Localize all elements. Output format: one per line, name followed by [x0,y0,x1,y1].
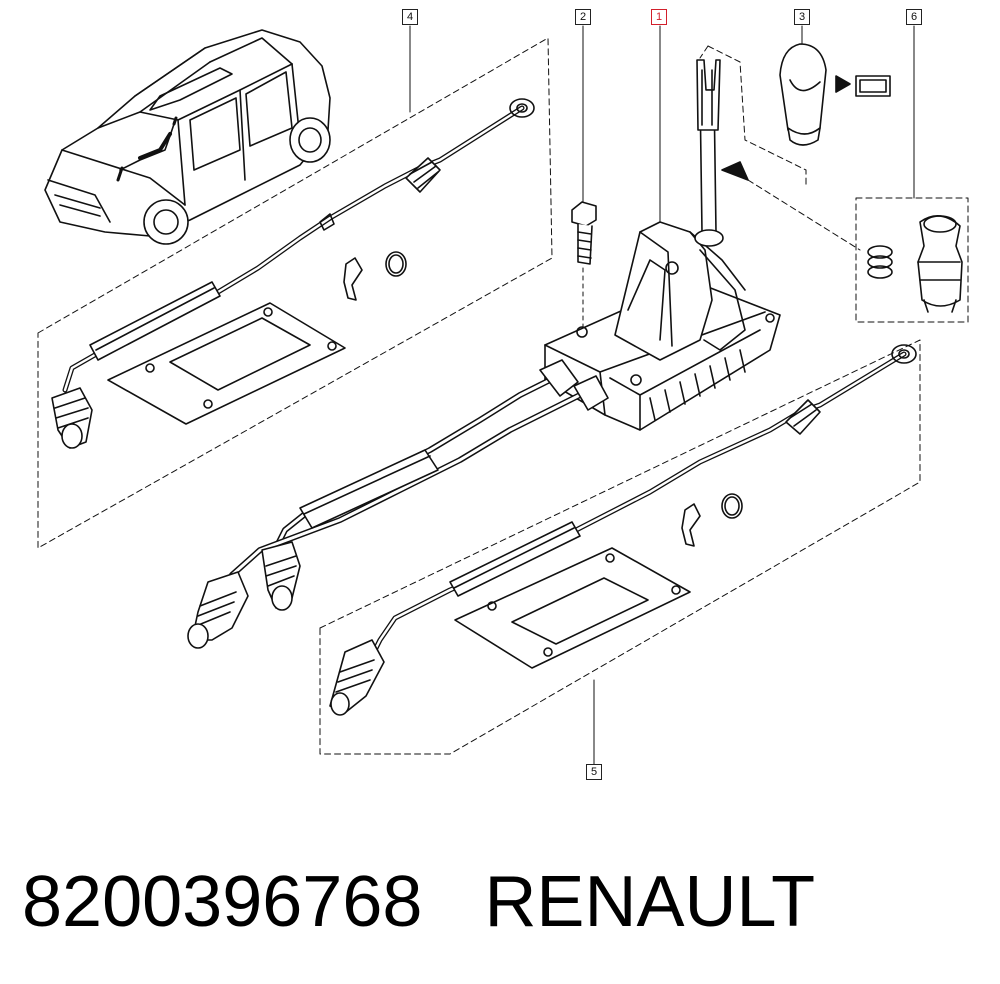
part-number: 8200396768 [22,862,423,942]
bushing-group-6 [855,25,969,323]
brand-name: RENAULT [484,862,816,942]
callout-5: 5 [586,764,602,780]
exploded-parts-diagram [37,25,969,765]
callout-2: 2 [575,9,591,25]
bolt-part-2 [571,25,597,331]
footer-caption: 8200396768 RENAULT [22,860,815,944]
cable-group-5 [319,339,921,765]
callout-3: 3 [794,9,810,25]
callout-4: 4 [402,9,418,25]
shifter-assembly-part-1 [187,25,781,649]
cable-group-4 [37,25,553,549]
car-illustration [44,29,331,245]
gear-knob-part-3 [699,25,891,251]
callout-1: 1 [651,9,667,25]
callout-6: 6 [906,9,922,25]
